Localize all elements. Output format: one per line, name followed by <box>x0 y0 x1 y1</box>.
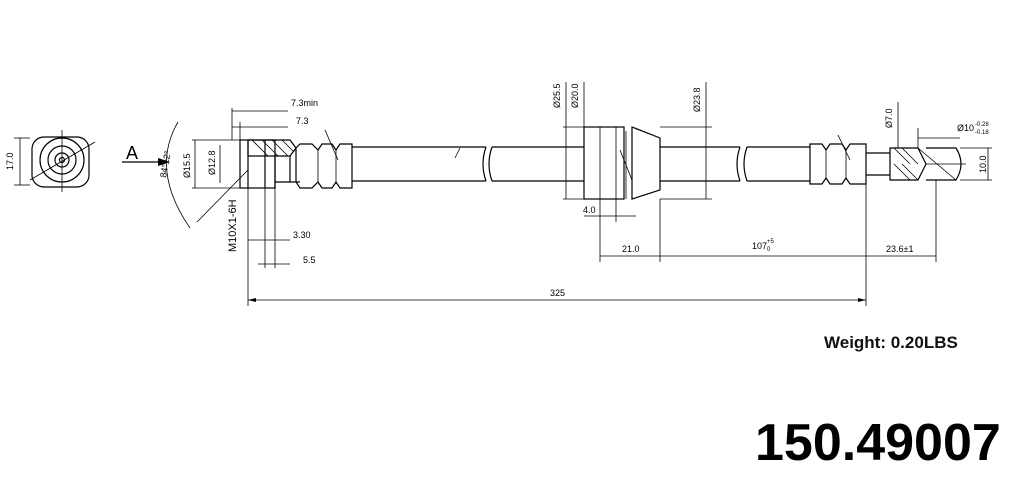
dia-7-0-label: Ø7.0 <box>884 108 894 128</box>
right-end-tube: Ø7.0 Ø10 -0.28 -0.18 10.0 <box>866 102 992 181</box>
hose-segment-2 <box>488 146 584 182</box>
dim-325: 325 <box>550 288 565 298</box>
dim-7-3min: 7.3min <box>291 98 318 108</box>
dim-21-0: 21.0 <box>622 244 640 254</box>
dia-20-0-label: Ø20.0 <box>570 83 580 108</box>
dia-23-8-label: Ø23.8 <box>692 87 702 112</box>
dia-10-label: Ø10 <box>957 123 974 133</box>
dimension-chain: 21.0 107 +5 0 23.6±1 325 <box>247 180 937 306</box>
dim-107: 107 <box>752 241 767 251</box>
dia-15-5-label: Ø15.5 <box>182 153 192 178</box>
thread-label: M10X1-6H <box>227 199 239 252</box>
dim-3-30: 3.30 <box>293 230 311 240</box>
left-fitting: Ø15.5 Ø12.8 M10X1-6H 7.3min 7.3 <box>182 98 318 268</box>
dim-5-5: 5.5 <box>303 255 316 265</box>
part-number: 150.49007 <box>755 414 1001 472</box>
dia-10-tol-b: -0.18 <box>975 130 989 136</box>
angle-callout: 84°±2° <box>158 121 191 229</box>
dia-25-5-label: Ø25.5 <box>552 83 562 108</box>
dim-107-tol-b: 0 <box>767 247 771 253</box>
dim-107-tol-a: +5 <box>767 239 775 245</box>
right-collar <box>809 134 867 185</box>
weight-label: Weight: 0.20LBS <box>824 333 958 352</box>
end-height-label: 17.0 <box>5 152 15 170</box>
dim-4-0: 4.0 <box>583 205 596 215</box>
dim-23-6: 23.6±1 <box>886 244 913 254</box>
view-letter: A <box>126 143 138 163</box>
dia-10-tol-a: -0.28 <box>975 122 989 128</box>
hose-segment-3 <box>660 146 810 182</box>
dia-12-8-label: Ø12.8 <box>207 150 217 175</box>
dim-10-0: 10.0 <box>978 155 988 173</box>
end-view: 17.0 <box>5 130 96 192</box>
left-collar <box>295 129 353 189</box>
middle-bracket: Ø25.5 Ø20.0 Ø23.8 4.0 <box>552 82 712 262</box>
angle-label: 84°±2° <box>158 149 173 178</box>
dim-7-3: 7.3 <box>296 116 309 126</box>
hose-segment-1 <box>352 146 487 182</box>
view-arrow-a: A <box>122 143 170 166</box>
